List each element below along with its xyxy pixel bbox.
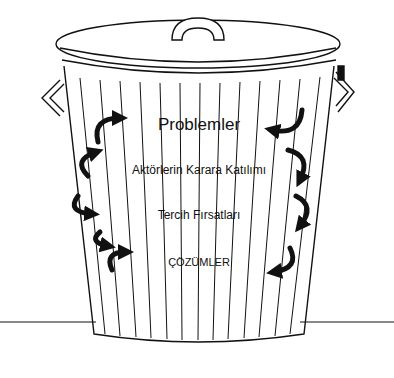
swirl-arrows <box>74 110 307 272</box>
can-label: Problemler <box>158 115 240 135</box>
can-label: Aktörlerin Karara Katılımı <box>132 163 266 177</box>
can-outline <box>0 18 394 342</box>
can-label: ÇÖZÜMLER <box>168 256 230 268</box>
can-ribs <box>80 77 320 340</box>
can-label: Tercih Fırsatları <box>158 208 241 222</box>
